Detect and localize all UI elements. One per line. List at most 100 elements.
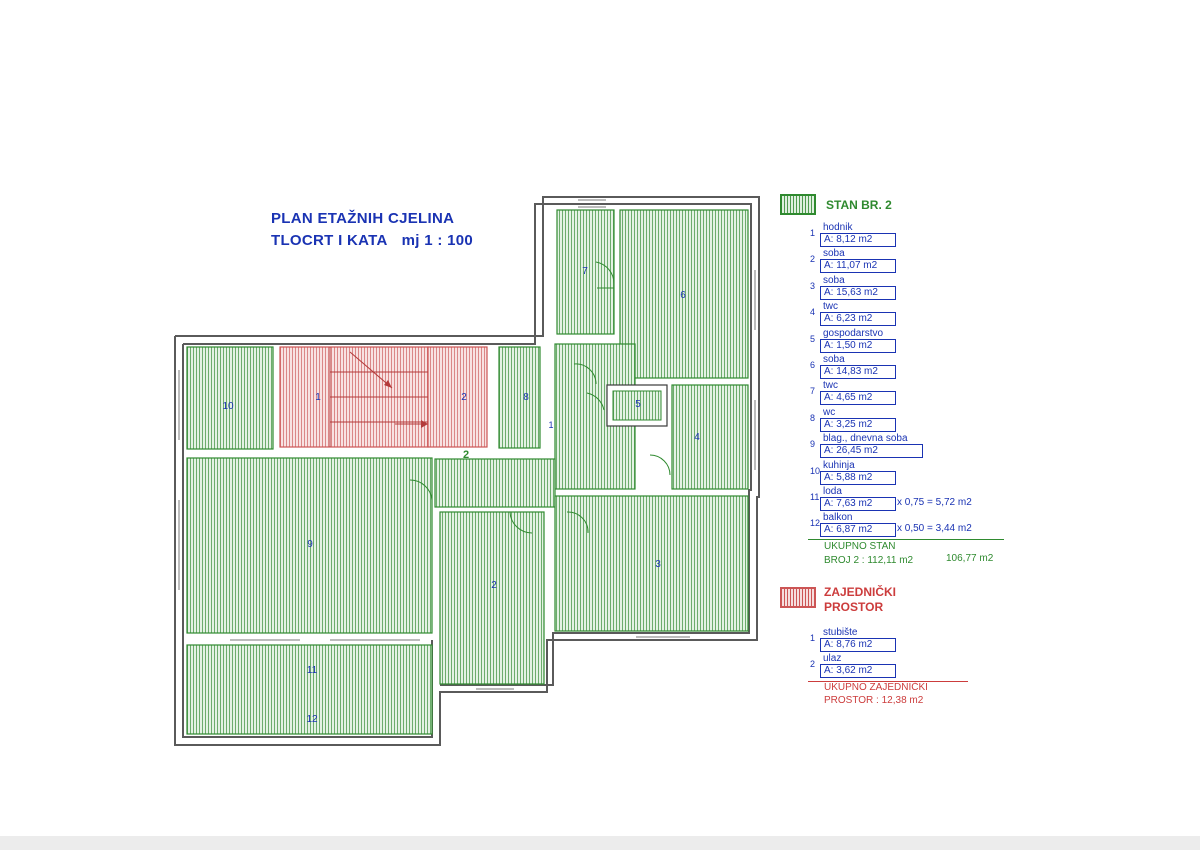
- item-name: soba: [823, 274, 845, 286]
- item-number: 1: [810, 228, 816, 238]
- red-swatch-icon: [780, 586, 816, 608]
- item-number: 4: [810, 307, 816, 318]
- item-number: 6: [810, 359, 816, 370]
- item-name: gospodarstvo: [823, 327, 884, 339]
- title-line-1: PLAN ETAŽNIH CJELINA: [271, 210, 455, 227]
- total-stan-line2: BROJ 2 : 112,11 m2: [824, 554, 914, 566]
- label-room-2: 2: [491, 580, 497, 591]
- label-room-5: 5: [635, 399, 641, 410]
- title-line-2: TLOCRT I KATA mj 1 : 100: [271, 230, 473, 252]
- label-room-3: 3: [655, 559, 661, 570]
- label-room-12: 12: [306, 714, 318, 725]
- item-name: blag., dnevna soba: [823, 433, 908, 445]
- item-area: A: 8,76 m2: [820, 637, 896, 652]
- item-number: 12: [810, 518, 821, 529]
- item-area: A: 14,83 m2: [820, 364, 896, 379]
- label-entrance-2: 2: [463, 449, 469, 461]
- room-6: [619, 209, 749, 379]
- room-7: [556, 209, 615, 335]
- green-swatch-icon: [780, 194, 816, 215]
- item-name: hodnik: [823, 222, 853, 233]
- legend-zaj-title-1: ZAJEDNIČKI: [824, 584, 897, 599]
- item-name: ulaz: [823, 653, 842, 665]
- item-number: 5: [810, 333, 816, 344]
- item-area: A: 4,65 m2: [820, 391, 896, 406]
- label-common-2: 2: [461, 392, 467, 403]
- room-hall-lower: [434, 458, 556, 508]
- item-area: A: 6,87 m2: [820, 523, 896, 538]
- item-area: A: 1,50 m2: [820, 338, 896, 353]
- room-9: [186, 457, 433, 634]
- item-name: balkon: [823, 512, 853, 524]
- item-number: 3: [810, 280, 816, 291]
- legend-zaj-title-2: PROSTOR: [824, 599, 884, 614]
- item-name: wc: [823, 406, 836, 418]
- label-room-9: 9: [307, 539, 313, 550]
- legend-stan-header: STAN BR. 2: [780, 194, 1110, 215]
- windows: [178, 199, 756, 690]
- item-area: A: 3,62 m2: [820, 664, 896, 679]
- item-number: 8: [810, 412, 816, 423]
- item-number: 10: [810, 465, 821, 476]
- room-3: [554, 495, 749, 632]
- floor-plan: 10 9 11 12 2 3 4 5 6 7 8 1 1 2 2: [174, 196, 760, 746]
- legend-stan-title: STAN BR. 2: [826, 197, 892, 212]
- item-name: twc: [823, 380, 838, 392]
- entrance: [427, 346, 488, 448]
- common-area: [279, 346, 488, 448]
- item-area: A: 5,88 m2: [820, 470, 896, 485]
- item-area: A: 6,23 m2: [820, 312, 896, 327]
- item-area: A: 11,07 m2: [820, 259, 896, 274]
- room-2: [439, 511, 545, 685]
- room-10: [186, 346, 274, 450]
- room-4: [671, 384, 749, 490]
- green-rooms: [186, 209, 749, 735]
- item-number: 2: [810, 659, 816, 670]
- scale-label: mj 1 : 100: [401, 232, 474, 249]
- item-area: A: 3,25 m2: [820, 417, 896, 432]
- label-room-1: 1: [548, 420, 553, 430]
- total-zaj-line2: PROSTOR : 12,38 m2: [824, 695, 924, 707]
- item-name: kuhinja: [823, 459, 855, 471]
- item-number: 9: [810, 439, 816, 450]
- total-zaj-line1: UKUPNO ZAJEDNIČKI: [824, 682, 928, 694]
- total-stan-line1: UKUPNO STAN: [824, 540, 896, 552]
- total-stan-value: 106,77 m2: [946, 552, 994, 564]
- item-number: 7: [810, 386, 816, 397]
- label-room-4: 4: [694, 432, 700, 443]
- item-number: 2: [810, 254, 816, 265]
- item-calc: x 0,50 = 3,44 m2: [897, 523, 972, 535]
- item-area: A: 8,12 m2: [820, 233, 896, 247]
- room-11-12: [186, 644, 433, 735]
- item-name: stubište: [823, 626, 858, 638]
- item-area: A: 15,63 m2: [820, 285, 896, 300]
- label-room-6: 6: [680, 290, 686, 301]
- label-room-7: 7: [582, 266, 588, 277]
- legend-zaj-total: UKUPNO ZAJEDNIČKI PROSTOR : 12,38 m2: [780, 679, 1110, 709]
- footer-bar: [0, 836, 1200, 850]
- legend-stan-total: UKUPNO STAN BROJ 2 : 112,11 m2 106,77 m2: [780, 538, 1110, 573]
- label-common-1: 1: [315, 392, 321, 403]
- item-area: A: 26,45 m2: [820, 444, 923, 459]
- legend-zaj-header: ZAJEDNIČKI PROSTOR: [780, 585, 1110, 625]
- label-room-10: 10: [222, 401, 234, 412]
- plan-title: PLAN ETAŽNIH CJELINA TLOCRT I KATA mj 1 :…: [271, 208, 473, 252]
- title-line-2a: TLOCRT I KATA: [271, 232, 388, 249]
- item-name: twc: [823, 301, 838, 313]
- item-name: loda: [823, 485, 842, 497]
- item-number: 11: [810, 491, 820, 502]
